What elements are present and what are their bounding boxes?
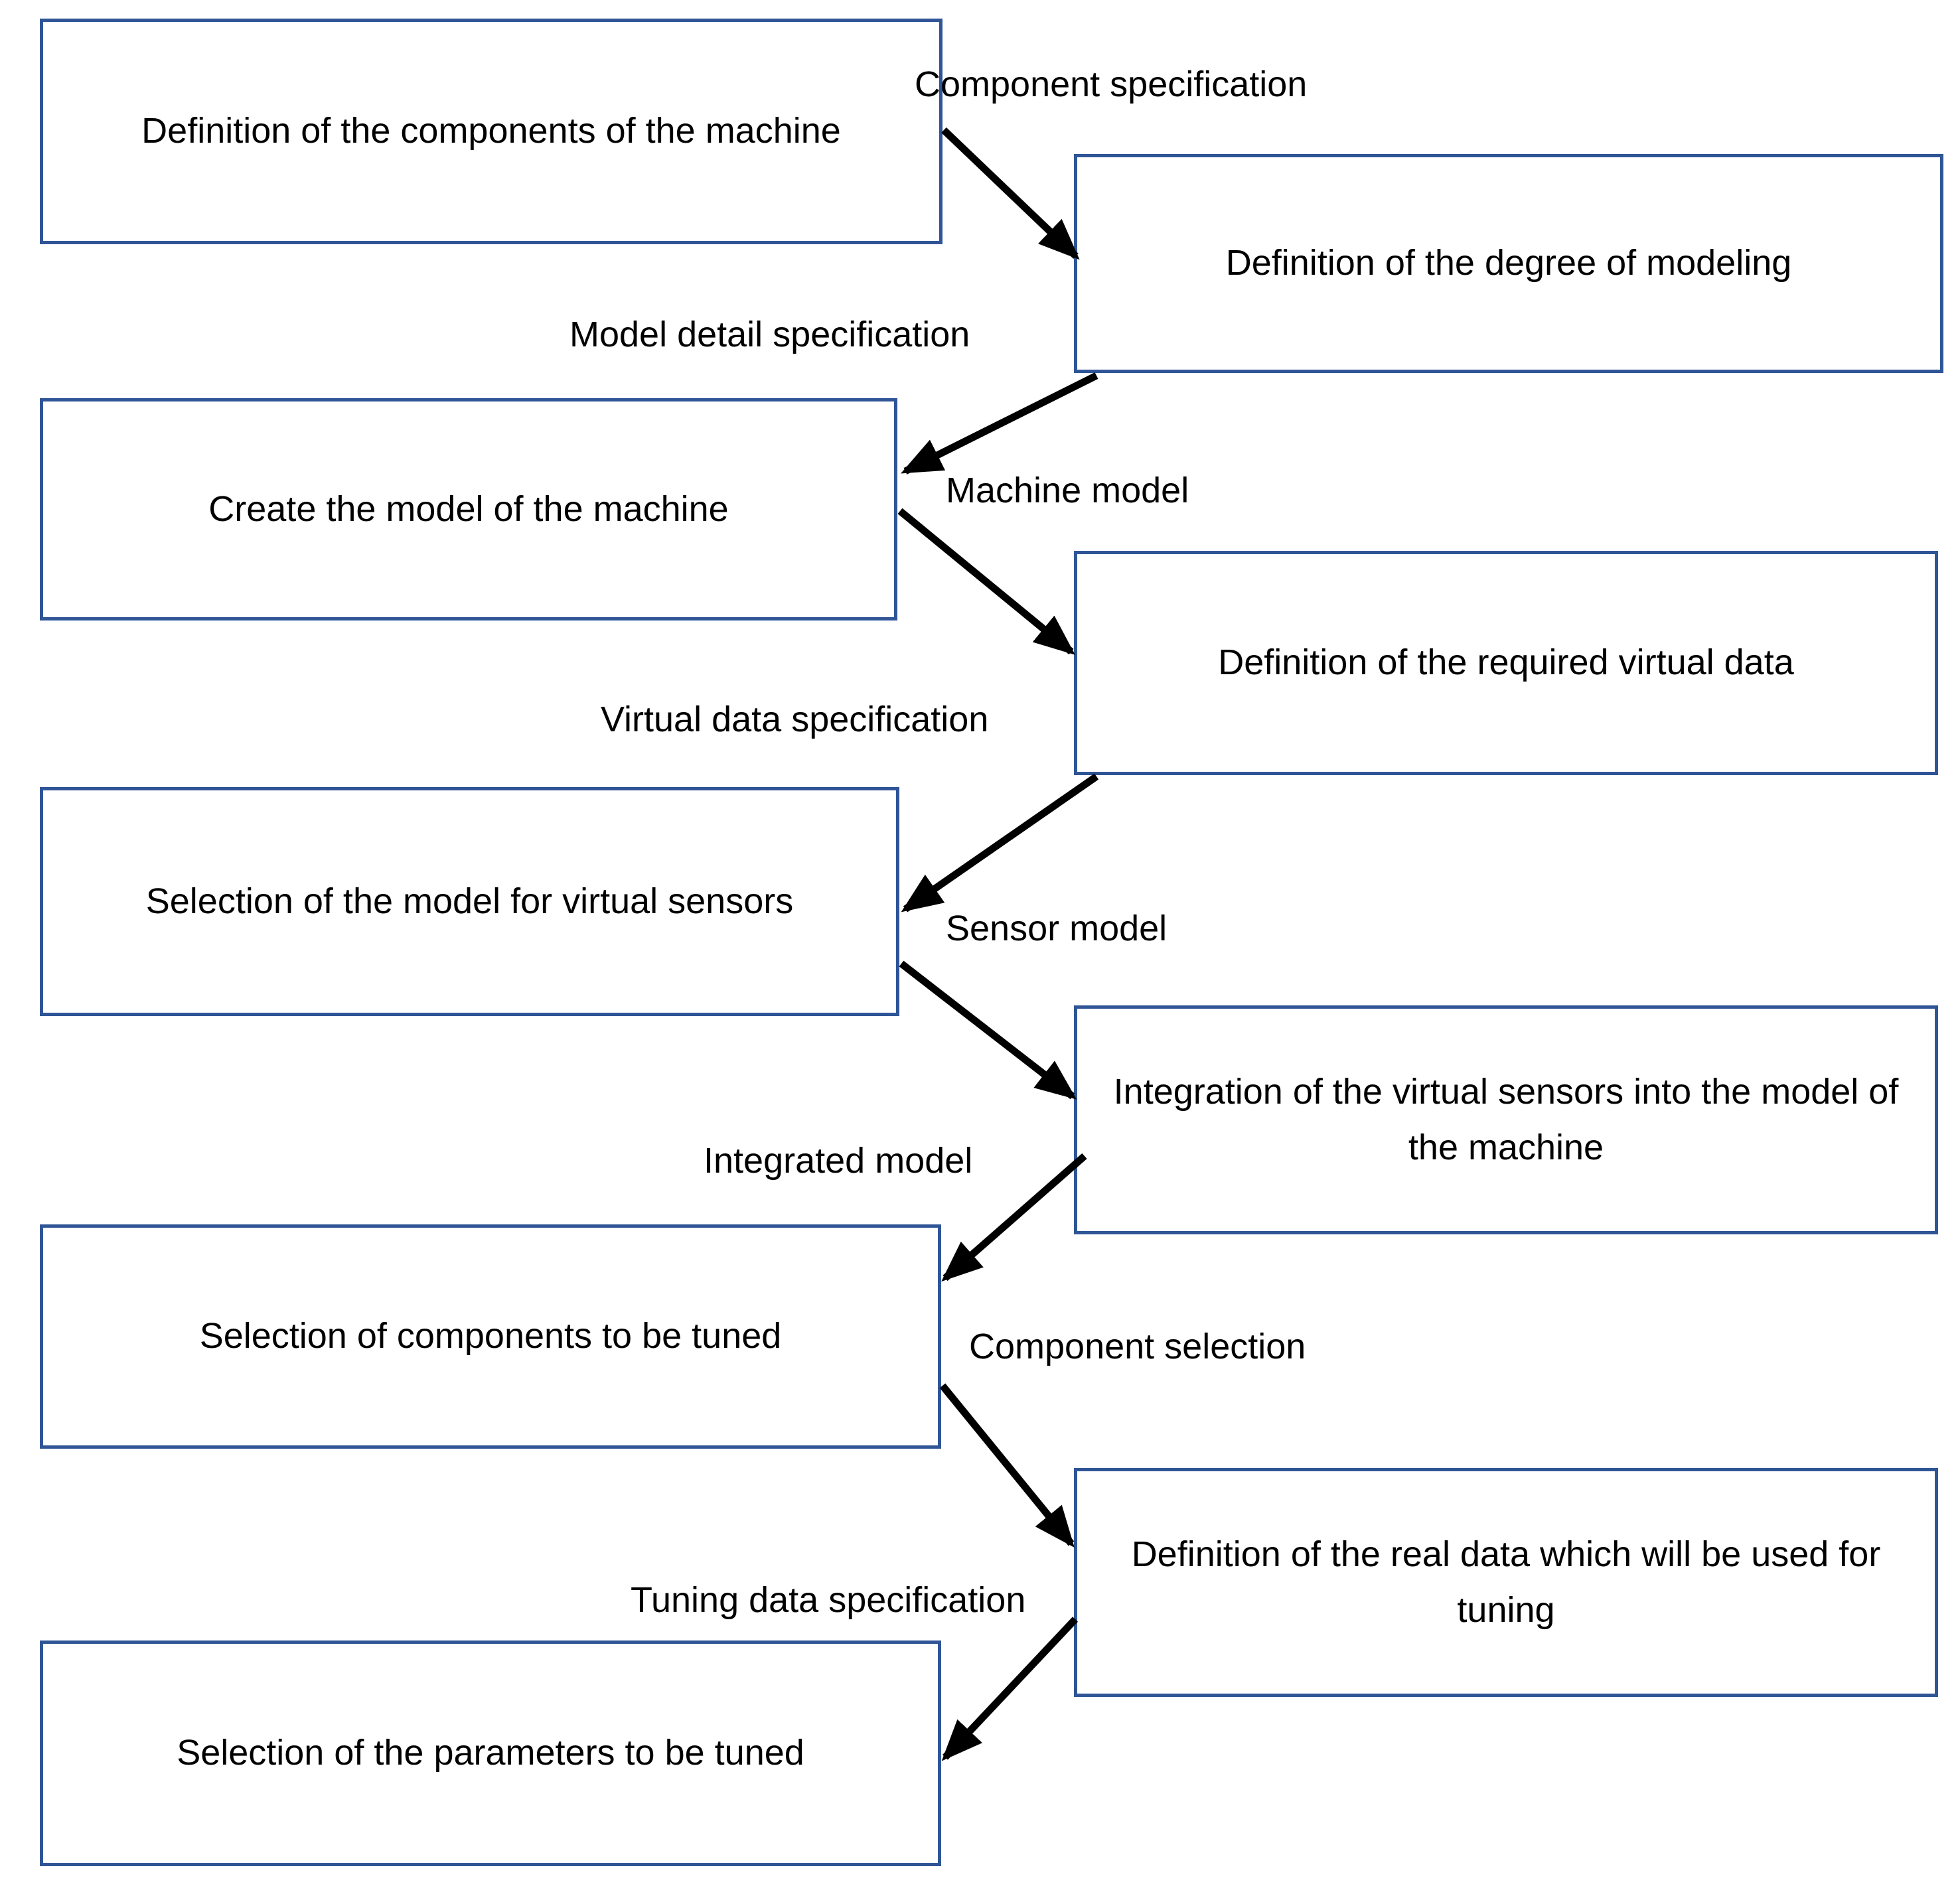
flow-box-components-to-tune: Selection of components to be tuned — [40, 1224, 941, 1449]
arrow-label-component-specification: Component specification — [915, 64, 1308, 104]
flow-box-real-data-for-tuning: Definition of the real data which will b… — [1074, 1468, 1938, 1697]
arrow-label-component-selection: Component selection — [969, 1327, 1306, 1366]
arrow-label-sensor-model: Sensor model — [946, 909, 1168, 948]
flow-box-required-virtual-data: Definition of the required virtual data — [1074, 551, 1938, 775]
flow-box-create-machine-model: Create the model of the machine — [40, 398, 897, 620]
flow-box-define-components: Definition of the components of the mach… — [40, 19, 942, 244]
arrow-sensor-model — [899, 960, 1077, 1100]
flow-box-degree-of-modeling: Definition of the degree of modeling — [1074, 154, 1943, 373]
arrow-label-machine-model: Machine model — [946, 471, 1189, 510]
flow-box-parameters-to-tune: Selection of the parameters to be tuned — [40, 1641, 941, 1866]
arrow-tuning-data-specification — [941, 1617, 1079, 1761]
arrow-component-selection — [939, 1383, 1075, 1548]
arrow-label-tuning-data-specification: Tuning data specification — [631, 1580, 1026, 1620]
arrow-component-specification — [941, 127, 1080, 260]
flow-box-integrate-virtual-sensors: Integration of the virtual sensors into … — [1074, 1005, 1938, 1234]
arrow-label-virtual-data-specification: Virtual data specification — [601, 699, 989, 739]
arrow-machine-model — [897, 508, 1075, 655]
arrow-label-model-detail-specification: Model detail specification — [569, 315, 970, 354]
arrow-virtual-data-specification — [901, 773, 1099, 912]
flow-box-virtual-sensor-model-selection: Selection of the model for virtual senso… — [40, 787, 899, 1016]
arrow-label-integrated-model: Integrated model — [704, 1141, 973, 1181]
arrow-model-detail-specification — [901, 372, 1098, 474]
